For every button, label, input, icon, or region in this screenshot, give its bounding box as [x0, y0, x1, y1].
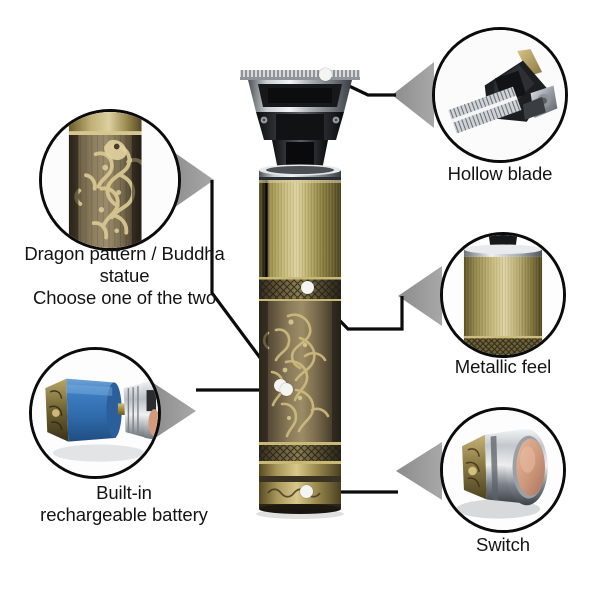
label-metallic-feel: Metallic feel: [454, 356, 552, 377]
callout-switch[interactable]: [440, 407, 566, 533]
dragon-pattern-image: [42, 112, 178, 248]
leader-dragon-pattern: [210, 180, 283, 387]
dragon-barrel: [259, 301, 341, 444]
wedge-switch: [396, 442, 442, 500]
wedge-hollow-blade: [392, 62, 434, 128]
label-dragon-pattern: Dragon pattern / Buddha statue Choose on…: [24, 243, 225, 308]
rechargeable-battery-image: [32, 350, 158, 476]
label-rechargeable-battery: Built-in rechargeable battery: [40, 482, 208, 525]
wedge-dragon-pattern: [168, 148, 214, 212]
callout-hollow-blade[interactable]: [432, 27, 568, 163]
knurl-band-upper: [259, 277, 341, 302]
wedge-metallic-feel: [398, 266, 442, 326]
marker-dot-switch: [300, 485, 313, 498]
callout-rechargeable-battery[interactable]: [29, 347, 161, 479]
marker-dot-battery: [280, 383, 293, 396]
upper-barrel: [259, 180, 341, 278]
base-rings: [256, 464, 344, 519]
blade-housing: [248, 80, 352, 140]
switch-image: [443, 410, 563, 530]
label-switch: Switch: [476, 534, 530, 555]
wedge-rechargeable-battery: [152, 382, 196, 440]
marker-dot-blade: [319, 68, 332, 81]
callout-metallic-feel[interactable]: [440, 232, 566, 358]
metallic-feel-image: [443, 235, 563, 355]
product-collar: [259, 164, 341, 180]
hollow-blade-image: [435, 30, 565, 160]
label-hollow-blade: Hollow blade: [447, 163, 553, 184]
marker-dot-metallic: [301, 281, 314, 294]
callout-dragon-pattern[interactable]: [39, 109, 181, 251]
knurl-band-lower: [259, 442, 341, 464]
